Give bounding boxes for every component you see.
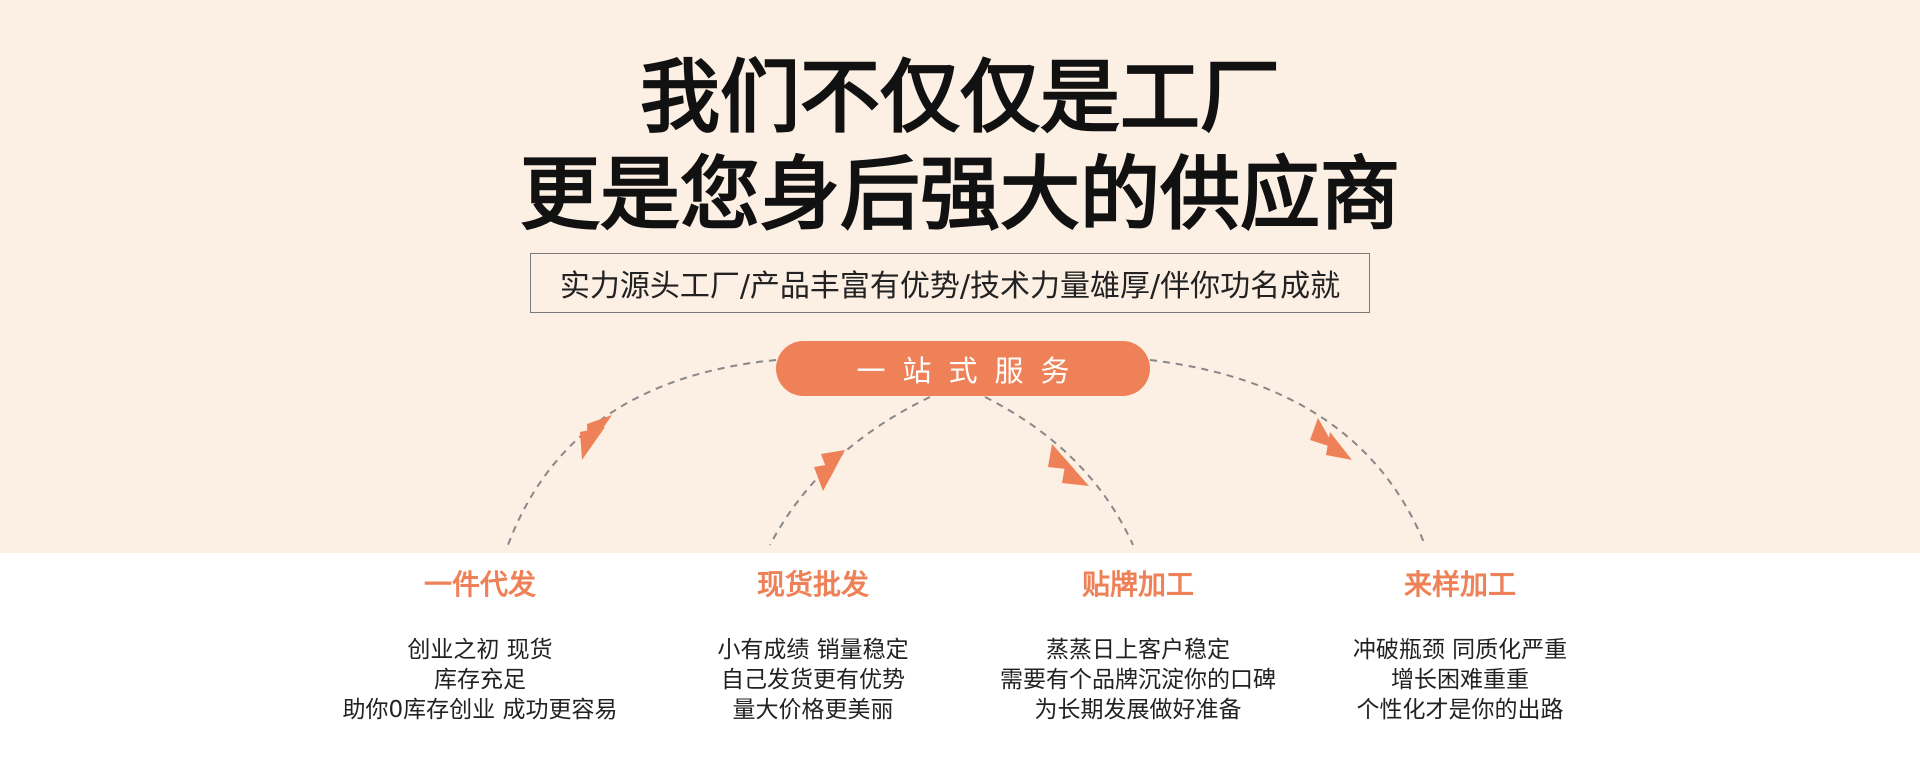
one-stop-service-badge: 一站式服务: [776, 341, 1150, 396]
arc-outer-right: [1149, 359, 1426, 546]
service-line: 自己发货更有优势: [721, 667, 905, 693]
headline-line-1: 我们不仅仅是工厂: [640, 51, 1280, 144]
arc-inner-right: [984, 396, 1134, 546]
service-line: 蒸蒸日上客户稳定: [1046, 637, 1230, 663]
service-title: 一件代发: [423, 568, 536, 601]
service-line: 量大价格更美丽: [732, 697, 894, 723]
arrow-icon-inner-left-2: [814, 463, 838, 491]
arc-inner-left: [769, 396, 931, 546]
service-card-1: 一件代发 创业之初 现货 库存充足 助你0库存创业 成功更容易: [300, 565, 660, 725]
top-background: [0, 0, 1920, 553]
service-card-3: 贴牌加工 蒸蒸日上客户稳定 需要有个品牌沉淀你的口碑 为长期发展做好准备: [958, 565, 1318, 725]
service-line: 个性化才是你的出路: [1356, 697, 1564, 723]
service-line: 增长困难重重: [1391, 667, 1529, 693]
arrow-icon-inner-right-2: [1062, 460, 1089, 486]
service-title: 贴牌加工: [1081, 568, 1194, 601]
service-line: 冲破瓶颈 同质化严重: [1352, 637, 1568, 663]
headline-line-2: 更是您身后强大的供应商: [520, 148, 1400, 241]
service-title: 现货批发: [756, 568, 869, 601]
subtitle-box: 实力源头工厂/产品丰富有优势/技术力量雄厚/伴你功名成就: [530, 253, 1370, 313]
arrow-icon-outer-right-2: [1326, 432, 1352, 460]
service-line: 助你0库存创业 成功更容易: [342, 697, 618, 723]
arc-outer-left: [507, 359, 777, 546]
service-line: 创业之初 现货: [407, 637, 553, 663]
service-line: 小有成绩 销量稳定: [717, 637, 909, 663]
service-card-4: 来样加工 冲破瓶颈 同质化严重 增长困难重重 个性化才是你的出路: [1280, 565, 1640, 725]
service-line: 为长期发展做好准备: [1034, 697, 1242, 723]
service-title: 来样加工: [1403, 568, 1516, 601]
arrow-icon-outer-left-2: [580, 427, 605, 460]
subtitle-text: 实力源头工厂/产品丰富有优势/技术力量雄厚/伴你功名成就: [559, 269, 1341, 304]
service-line: 需要有个品牌沉淀你的口碑: [1000, 667, 1276, 693]
service-card-2: 现货批发 小有成绩 销量稳定 自己发货更有优势 量大价格更美丽: [633, 565, 993, 725]
service-line: 库存充足: [434, 667, 526, 693]
